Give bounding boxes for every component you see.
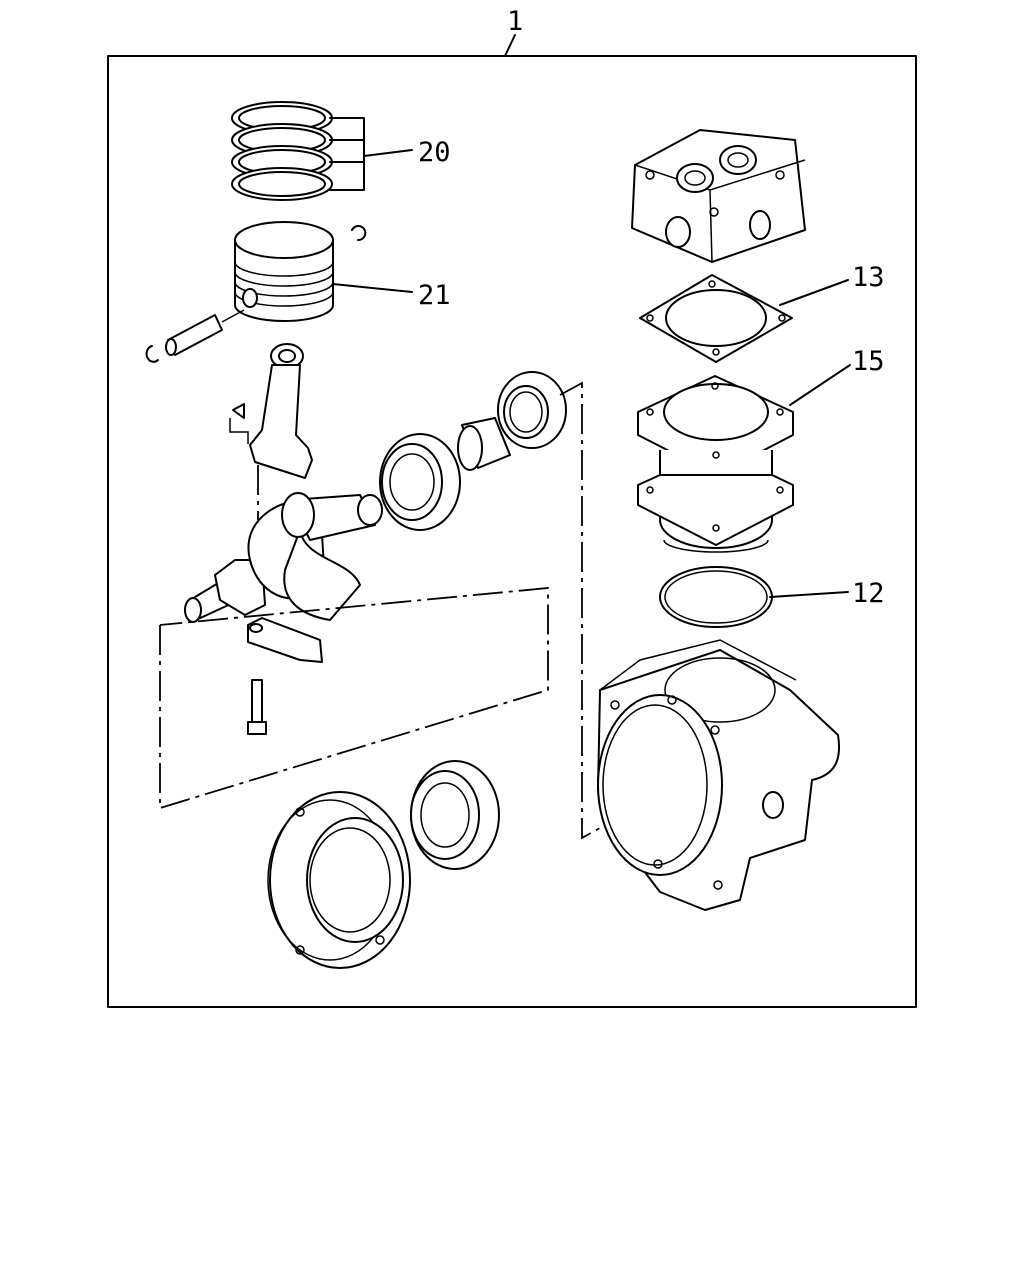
cylinder-leader <box>789 364 851 406</box>
callout-1: 1 <box>507 6 523 37</box>
outer-bearing <box>410 760 500 870</box>
o-ring <box>659 566 773 628</box>
piston-pin <box>145 309 245 363</box>
callout-15: 15 <box>852 346 885 377</box>
rod-bolt <box>247 679 267 735</box>
piston-rings <box>231 101 333 201</box>
cylinder <box>637 375 794 553</box>
callout-12: 12 <box>852 578 885 609</box>
gasket-leader <box>779 279 849 306</box>
end-cover <box>267 791 411 969</box>
oil-seal <box>497 371 567 449</box>
cylinder-head <box>631 129 806 263</box>
callout-13: 13 <box>852 262 885 293</box>
piston <box>234 221 367 322</box>
piston-leader <box>332 283 413 293</box>
head-gasket <box>639 274 793 363</box>
callout-21: 21 <box>418 280 451 311</box>
bushing <box>457 417 511 471</box>
main-bearing <box>379 433 461 531</box>
callout-1-leader <box>504 34 516 57</box>
assembly-line-left <box>159 587 549 810</box>
crankcase <box>597 639 840 911</box>
crankshaft <box>184 492 383 623</box>
connecting-rod <box>229 343 313 479</box>
rings-leader <box>329 117 413 191</box>
rod-cap <box>247 617 323 663</box>
kit-frame <box>107 55 917 1008</box>
callout-20: 20 <box>418 137 451 168</box>
oring-leader <box>769 591 849 598</box>
